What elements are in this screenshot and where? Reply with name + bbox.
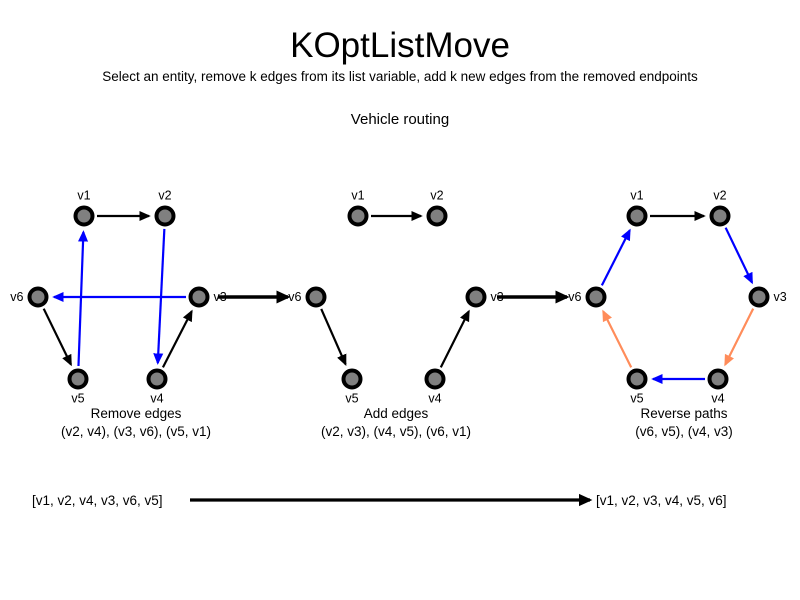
node-circle: [146, 368, 168, 390]
edge-reverse-v6-to-v1: [600, 228, 631, 286]
caption-reverse-line2: (v6, v5), (v4, v3): [635, 424, 733, 439]
node-circle: [341, 368, 363, 390]
node-add-v4[interactable]: v4: [424, 368, 446, 406]
edge-reverse-v3-to-v4: [724, 308, 755, 367]
edge-remove-v4-to-v3: [161, 309, 193, 368]
caption-add-line1: Add edges: [364, 406, 429, 421]
node-circle: [347, 205, 369, 227]
caption-remove-line1: Remove edges: [91, 406, 182, 421]
node-circle: [188, 286, 210, 308]
node-circle: [73, 205, 95, 227]
node-label-add-v6: v6: [288, 290, 301, 304]
node-reverse-v5[interactable]: v5: [626, 368, 648, 406]
node-reverse-v6[interactable]: v6: [568, 286, 607, 308]
node-label-reverse-v3: v3: [774, 290, 787, 304]
node-circle: [27, 286, 49, 308]
node-circle: [305, 286, 327, 308]
node-add-v6[interactable]: v6: [288, 286, 327, 308]
node-label-add-v4: v4: [428, 392, 441, 406]
caption-reverse-line1: Reverse paths: [640, 406, 727, 421]
node-circle: [67, 368, 89, 390]
node-circle: [424, 368, 446, 390]
node-label-add-v2: v2: [430, 189, 443, 203]
node-label-add-v5: v5: [345, 392, 358, 406]
page-title: KOptListMove: [290, 26, 510, 65]
edge-reverse-v5-to-v6: [602, 309, 633, 368]
node-label-reverse-v1: v1: [630, 189, 643, 203]
node-remove-v2[interactable]: v2: [154, 189, 176, 227]
node-label-remove-v6: v6: [10, 290, 23, 304]
node-circle: [748, 286, 770, 308]
node-label-remove-v2: v2: [158, 189, 171, 203]
node-remove-v1[interactable]: v1: [73, 189, 95, 227]
node-label-remove-v1: v1: [77, 189, 90, 203]
edge-add-v4-to-v3: [439, 309, 470, 368]
node-remove-v4[interactable]: v4: [146, 368, 168, 406]
list-after: [v1, v2, v3, v4, v5, v6]: [596, 493, 727, 508]
node-reverse-v1[interactable]: v1: [626, 189, 648, 227]
node-remove-v5[interactable]: v5: [67, 368, 89, 406]
node-reverse-v2[interactable]: v2: [709, 189, 731, 227]
node-add-v1[interactable]: v1: [347, 189, 369, 227]
node-label-reverse-v4: v4: [711, 392, 724, 406]
caption-remove-line2: (v2, v4), (v3, v6), (v5, v1): [61, 424, 211, 439]
page-subtitle: Select an entity, remove k edges from it…: [102, 69, 698, 84]
edges-layer: [42, 210, 755, 385]
list-before: [v1, v2, v4, v3, v6, v5]: [32, 493, 163, 508]
nodes-layer: v1v2v3v4v5v6v1v2v3v4v5v6v1v2v3v4v5v6: [10, 189, 786, 406]
node-reverse-v3[interactable]: v3: [748, 286, 787, 308]
node-circle: [626, 368, 648, 390]
node-add-v5[interactable]: v5: [341, 368, 363, 406]
list-transition-layer: [v1, v2, v4, v3, v6, v5] [v1, v2, v3, v4,…: [32, 493, 727, 508]
node-add-v3[interactable]: v3: [465, 286, 504, 308]
node-label-remove-v4: v4: [150, 392, 163, 406]
node-circle: [465, 286, 487, 308]
node-circle: [707, 368, 729, 390]
edge-remove-v5-to-v1: [77, 230, 89, 367]
node-label-reverse-v5: v5: [630, 392, 643, 406]
node-circle: [426, 205, 448, 227]
node-label-reverse-v6: v6: [568, 290, 581, 304]
node-label-remove-v5: v5: [71, 392, 84, 406]
edge-add-v6-to-v5: [320, 308, 347, 367]
edge-remove-v6-to-v5: [42, 308, 72, 367]
node-circle: [626, 205, 648, 227]
edge-reverse-v2-to-v3: [724, 227, 754, 285]
caption-add-line2: (v2, v3), (v4, v5), (v6, v1): [321, 424, 471, 439]
captions-layer: Remove edges (v2, v4), (v3, v6), (v5, v1)…: [61, 406, 733, 439]
node-circle: [154, 205, 176, 227]
node-circle: [585, 286, 607, 308]
node-add-v2[interactable]: v2: [426, 189, 448, 227]
node-label-add-v1: v1: [351, 189, 364, 203]
node-reverse-v4[interactable]: v4: [707, 368, 729, 406]
node-label-reverse-v2: v2: [713, 189, 726, 203]
node-remove-v6[interactable]: v6: [10, 286, 49, 308]
section-label-vehicle-routing: Vehicle routing: [350, 111, 450, 128]
node-circle: [709, 205, 731, 227]
